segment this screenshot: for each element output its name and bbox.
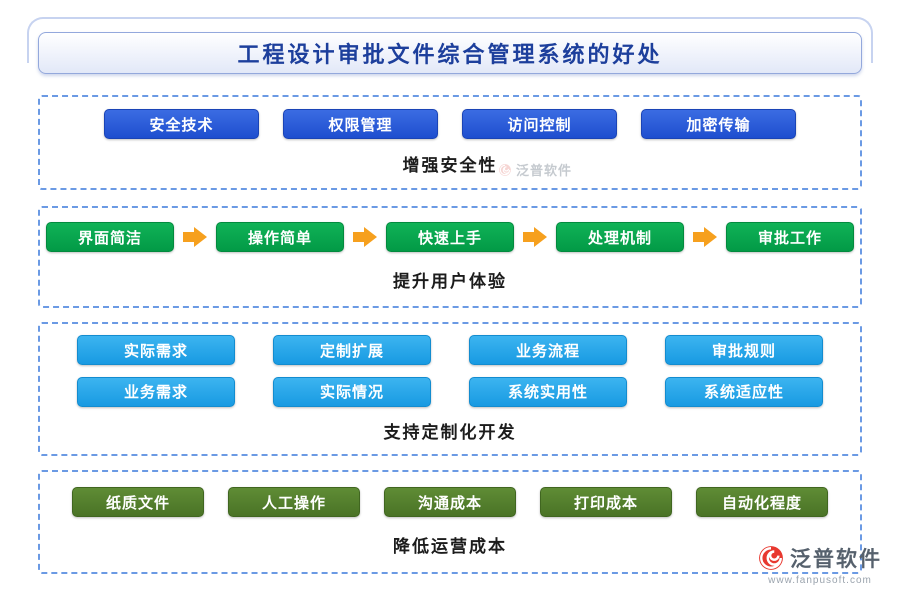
section-security: 安全技术 权限管理 访问控制 加密传输 增强安全性 — [38, 95, 862, 190]
section-label-security: 增强安全性 — [402, 156, 498, 175]
outer-frame — [27, 17, 873, 63]
node-access-control: 访问控制 — [462, 109, 617, 139]
node-business-needs: 业务需求 — [77, 376, 235, 407]
arrow-right-icon — [693, 227, 717, 248]
node-communication-cost: 沟通成本 — [384, 487, 516, 517]
section-label-customization: 支持定制化开发 — [383, 422, 517, 442]
node-encrypted-transfer: 加密传输 — [641, 109, 796, 139]
watermark-main: 泛普软件 www.fanpusoft.com — [758, 543, 882, 586]
customization-row-2: 业务需求 实际情况 系统实用性 系统适应性 — [40, 376, 860, 407]
node-easy-operation: 操作简单 — [216, 222, 344, 253]
node-custom-extension: 定制扩展 — [273, 335, 431, 366]
page-title-bar: 工程设计审批文件综合管理系统的好处 — [38, 32, 862, 74]
fanpu-logo-icon — [759, 546, 783, 570]
watermark-url: www.fanpusoft.com — [768, 575, 872, 586]
node-manual-operation: 人工操作 — [228, 487, 360, 517]
page-title: 工程设计审批文件综合管理系统的好处 — [237, 42, 663, 67]
arrow-right-icon — [523, 227, 547, 248]
node-printing-cost: 打印成本 — [540, 487, 672, 517]
node-business-process: 业务流程 — [469, 335, 627, 366]
customization-row-1: 实际需求 定制扩展 业务流程 审批规则 — [40, 335, 860, 366]
node-simple-ui: 界面简洁 — [46, 222, 174, 253]
node-approval-work: 审批工作 — [726, 222, 854, 253]
section-label-user-experience: 提升用户体验 — [393, 271, 507, 291]
arrow-right-icon — [353, 227, 377, 248]
node-system-adaptability: 系统适应性 — [665, 376, 823, 407]
node-quick-start: 快速上手 — [386, 222, 514, 253]
node-process-mechanism: 处理机制 — [556, 222, 684, 253]
section-user-experience: 界面简洁 操作简单 快速上手 处理机制 审批工作 提升用户体验 — [38, 206, 862, 308]
section-customization: 实际需求 定制扩展 业务流程 审批规则 业务需求 实际情况 系统实用性 系统适应… — [38, 322, 862, 456]
node-actual-needs: 实际需求 — [77, 335, 235, 366]
section-cost-reduction: 纸质文件 人工操作 沟通成本 打印成本 自动化程度 降低运营成本 — [38, 470, 862, 574]
arrow-right-icon — [183, 227, 207, 248]
node-actual-situation: 实际情况 — [273, 376, 431, 407]
node-system-practicality: 系统实用性 — [469, 376, 627, 407]
node-security-tech: 安全技术 — [104, 109, 259, 139]
experience-flow-row: 界面简洁 操作简单 快速上手 处理机制 审批工作 — [40, 222, 860, 253]
node-approval-rules: 审批规则 — [665, 335, 823, 366]
node-automation-level: 自动化程度 — [696, 487, 828, 517]
watermark-brand: 泛普软件 — [790, 547, 882, 571]
node-permission-mgmt: 权限管理 — [283, 109, 438, 139]
section-label-cost-reduction: 降低运营成本 — [393, 537, 507, 556]
node-paper-documents: 纸质文件 — [72, 487, 204, 517]
cost-button-row: 纸质文件 人工操作 沟通成本 打印成本 自动化程度 — [40, 487, 860, 517]
security-button-row: 安全技术 权限管理 访问控制 加密传输 — [40, 109, 860, 139]
